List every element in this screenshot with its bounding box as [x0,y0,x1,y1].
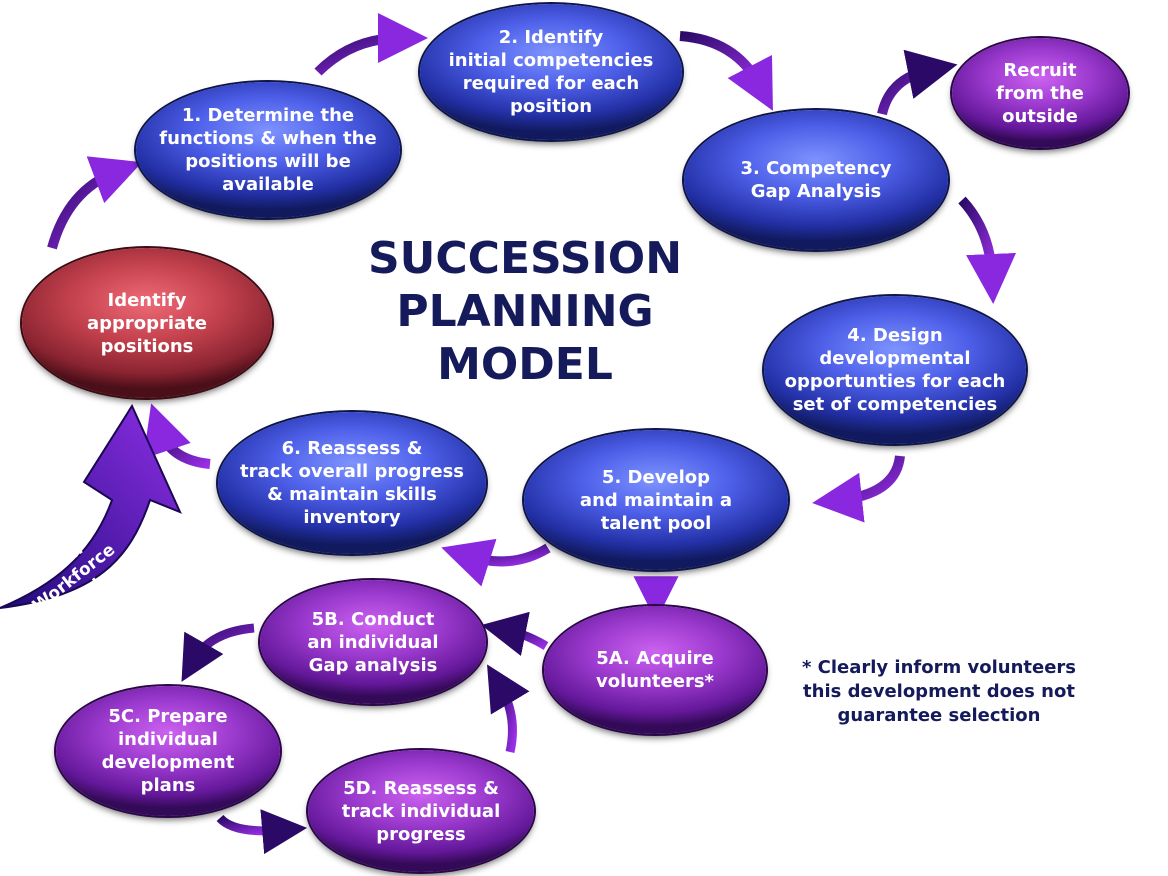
volunteer-note: * Clearly inform volunteers this develop… [801,657,1077,726]
arrow-step5b-to-step5c [181,623,255,682]
step5d-node: 5D. Reassess & track individual progress [308,750,534,872]
identify-positions-node: Identify appropriate positions [22,248,272,398]
step5b-node: 5B. Conduct an individual Gap analysis [260,580,486,704]
arrow-step5a-to-step5b [481,611,549,656]
step3-node: 3. Competency Gap Analysis [684,110,948,250]
recruit-node: Recruit from the outside [952,38,1128,148]
arrow-step1-to-step2 [314,13,428,76]
arrow-step4-to-step5 [812,455,905,523]
arrow-step3-to-step4 [958,196,1017,304]
diagram-title: SUCCESSION PLANNING MODEL [367,233,683,390]
step5a-node: 5A. Acquire volunteers* [544,606,766,734]
arrow-identify-to-step1 [47,156,143,250]
arrow-step3-to-recruit [877,49,958,116]
step5-node: 5. Develop and maintain a talent pool [524,430,788,570]
from-workforce-arrow [0,403,182,609]
step4-node: 4. Design developmental opportunties for… [764,296,1026,444]
arrow-step5-to-step6 [441,538,551,587]
arrow-step5c-to-step5d [216,809,308,855]
arrow-step2-to-step3 [679,31,773,111]
arrow-step5d-to-step5b [487,664,530,753]
step1-node: 1. Determine the functions & when the po… [136,82,400,218]
arrow-step6-to-identify [143,403,211,469]
step5c-node: 5C. Prepare individual development plans [56,686,280,816]
step2-node: 2. Identify initial competencies require… [420,4,682,140]
step6-node: 6. Reassess & track overall progress & m… [218,412,486,554]
